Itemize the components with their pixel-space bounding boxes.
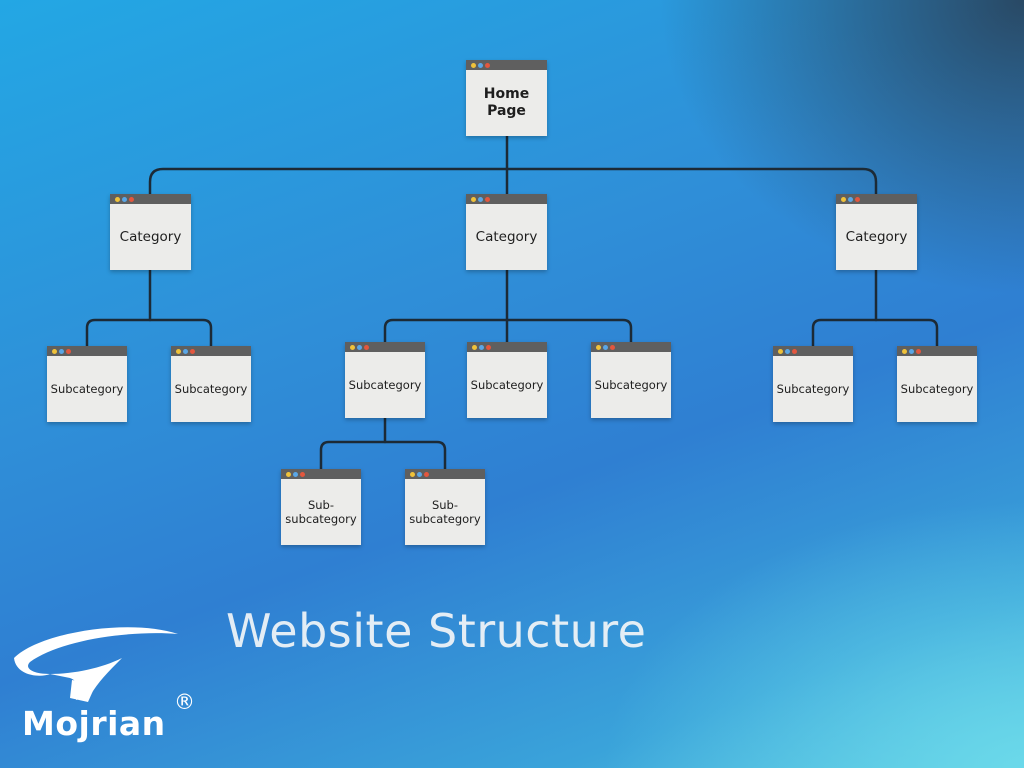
window-dot-red-icon [610, 344, 615, 350]
window-dot-yellow-icon [902, 348, 907, 354]
node-label: Sub- subcategory [285, 497, 357, 526]
node-category-3: Category [836, 194, 917, 270]
node-label: Subcategory [594, 377, 668, 392]
swoosh-logo-icon [14, 627, 178, 702]
node-label: Category [845, 228, 908, 245]
registered-mark: ® [174, 690, 195, 714]
node-label: Category [119, 228, 182, 245]
window-titlebar [171, 346, 251, 356]
window-dot-yellow-icon [350, 344, 355, 350]
node-label: Category [475, 228, 538, 245]
window-dot-blue-icon [785, 348, 790, 354]
window-dot-red-icon [855, 196, 860, 202]
window-dot-blue-icon [478, 62, 483, 68]
node-label: Subcategory [348, 377, 422, 392]
window-dot-blue-icon [122, 196, 127, 202]
window-dot-red-icon [485, 62, 490, 68]
window-dot-blue-icon [59, 348, 64, 354]
node-label: Sub- subcategory [409, 497, 481, 526]
node-sub-subcategory-1: Sub- subcategory [281, 469, 361, 545]
window-dot-yellow-icon [596, 344, 601, 350]
window-dot-red-icon [916, 348, 921, 354]
window-titlebar [773, 346, 853, 356]
brand-logo: Mojrian ® [10, 618, 210, 758]
window-dot-red-icon [300, 471, 305, 477]
node-label: Subcategory [776, 381, 850, 396]
window-dot-yellow-icon [410, 471, 415, 477]
window-dot-red-icon [486, 344, 491, 350]
window-dot-blue-icon [293, 471, 298, 477]
window-dot-red-icon [66, 348, 71, 354]
node-subcategory-3-1: Subcategory [773, 346, 853, 422]
connector-cat1-bus [85, 318, 213, 348]
window-dot-yellow-icon [286, 471, 291, 477]
node-home-page: Home Page [466, 60, 547, 136]
window-titlebar [897, 346, 977, 356]
window-dot-blue-icon [183, 348, 188, 354]
window-dot-red-icon [364, 344, 369, 350]
window-dot-yellow-icon [841, 196, 846, 202]
window-dot-blue-icon [603, 344, 608, 350]
node-subcategory-1-2: Subcategory [171, 346, 251, 422]
window-dot-yellow-icon [778, 348, 783, 354]
node-subcategory-2-2: Subcategory [467, 342, 547, 418]
window-dot-blue-icon [909, 348, 914, 354]
window-dot-blue-icon [478, 196, 483, 202]
node-label: Home Page [483, 85, 530, 120]
window-dot-blue-icon [479, 344, 484, 350]
node-subcategory-1-1: Subcategory [47, 346, 127, 422]
window-titlebar [467, 342, 547, 352]
window-dot-blue-icon [417, 471, 422, 477]
window-dot-yellow-icon [176, 348, 181, 354]
node-subcategory-2-1: Subcategory [345, 342, 425, 418]
window-dot-yellow-icon [115, 196, 120, 202]
window-titlebar [47, 346, 127, 356]
node-category-1: Category [110, 194, 191, 270]
window-titlebar [281, 469, 361, 479]
connector-cat3-bus [811, 318, 939, 348]
node-sub-subcategory-2: Sub- subcategory [405, 469, 485, 545]
connector-root-bus [148, 167, 878, 196]
node-subcategory-3-2: Subcategory [897, 346, 977, 422]
diagram-title: Website Structure [226, 604, 647, 658]
window-dot-red-icon [485, 196, 490, 202]
brand-name: Mojrian [22, 704, 166, 743]
node-subcategory-2-3: Subcategory [591, 342, 671, 418]
window-titlebar [836, 194, 917, 204]
window-dot-red-icon [424, 471, 429, 477]
node-label: Subcategory [900, 381, 974, 396]
window-dot-blue-icon [357, 344, 362, 350]
node-label: Subcategory [470, 377, 544, 392]
window-dot-yellow-icon [471, 196, 476, 202]
connector-cat2-bus [383, 318, 633, 344]
window-dot-red-icon [129, 196, 134, 202]
window-titlebar [345, 342, 425, 352]
window-dot-red-icon [792, 348, 797, 354]
window-dot-blue-icon [848, 196, 853, 202]
connector-sub21-bus [319, 440, 447, 471]
window-titlebar [405, 469, 485, 479]
window-titlebar [466, 194, 547, 204]
window-dot-yellow-icon [52, 348, 57, 354]
window-dot-yellow-icon [471, 62, 476, 68]
node-category-2: Category [466, 194, 547, 270]
window-titlebar [110, 194, 191, 204]
window-dot-red-icon [190, 348, 195, 354]
window-titlebar [591, 342, 671, 352]
node-label: Subcategory [174, 381, 248, 396]
window-titlebar [466, 60, 547, 70]
window-dot-yellow-icon [472, 344, 477, 350]
node-label: Subcategory [50, 381, 124, 396]
